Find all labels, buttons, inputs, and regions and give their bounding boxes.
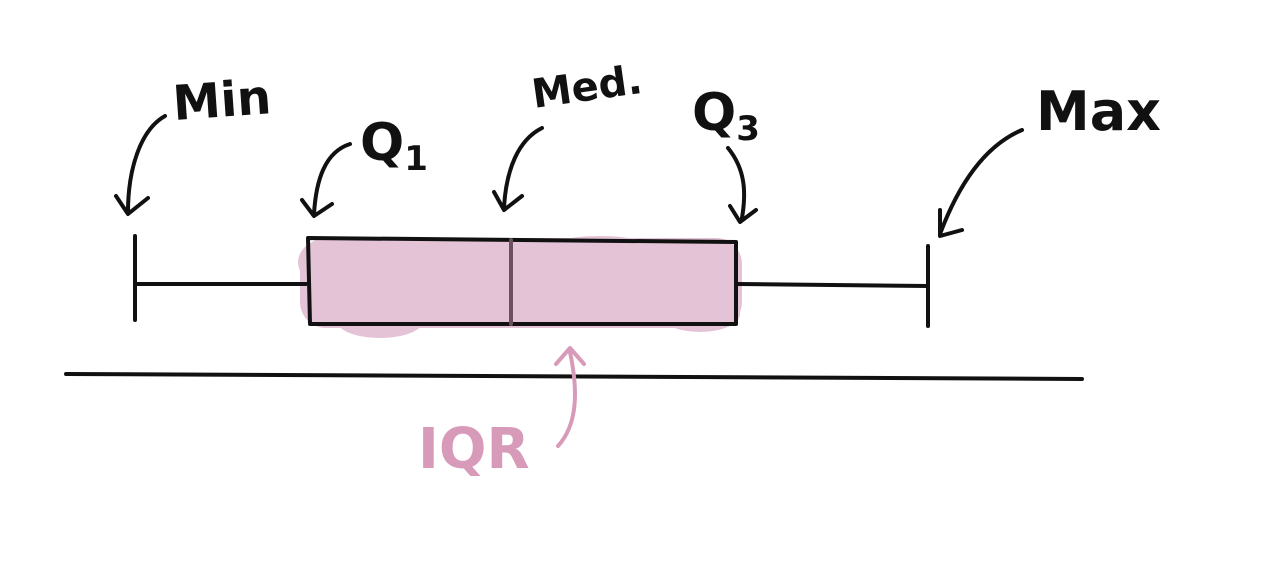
label-arrows — [114, 114, 1024, 238]
whisker-right — [736, 282, 930, 288]
iqr-highlight-bump — [660, 296, 740, 332]
iqr-highlight-bump — [336, 302, 424, 338]
max-label: Max — [1036, 80, 1161, 143]
q3-letter: Q — [692, 83, 736, 143]
q3-arrow — [726, 146, 758, 224]
iqr-highlight-bump — [298, 238, 362, 286]
q1-letter: Q — [360, 113, 404, 173]
min-arrow — [114, 114, 167, 216]
iqr-highlight-bump — [540, 236, 660, 268]
iqr-arrow-group — [554, 346, 586, 448]
q3-label: Q3 — [692, 83, 760, 149]
min-label: Min — [171, 69, 273, 132]
q1-subscript: 1 — [404, 139, 428, 179]
median-label: Med. — [529, 57, 645, 118]
iqr-label: IQR — [418, 417, 530, 482]
q3-subscript: 3 — [736, 109, 760, 149]
median-arrow — [492, 126, 544, 212]
max-arrow — [938, 128, 1024, 238]
q1-label: Q1 — [360, 113, 428, 179]
q1-arrow — [300, 142, 352, 218]
iqr-box — [306, 236, 738, 326]
iqr-arrow — [554, 346, 586, 448]
iqr-highlight — [298, 236, 742, 338]
